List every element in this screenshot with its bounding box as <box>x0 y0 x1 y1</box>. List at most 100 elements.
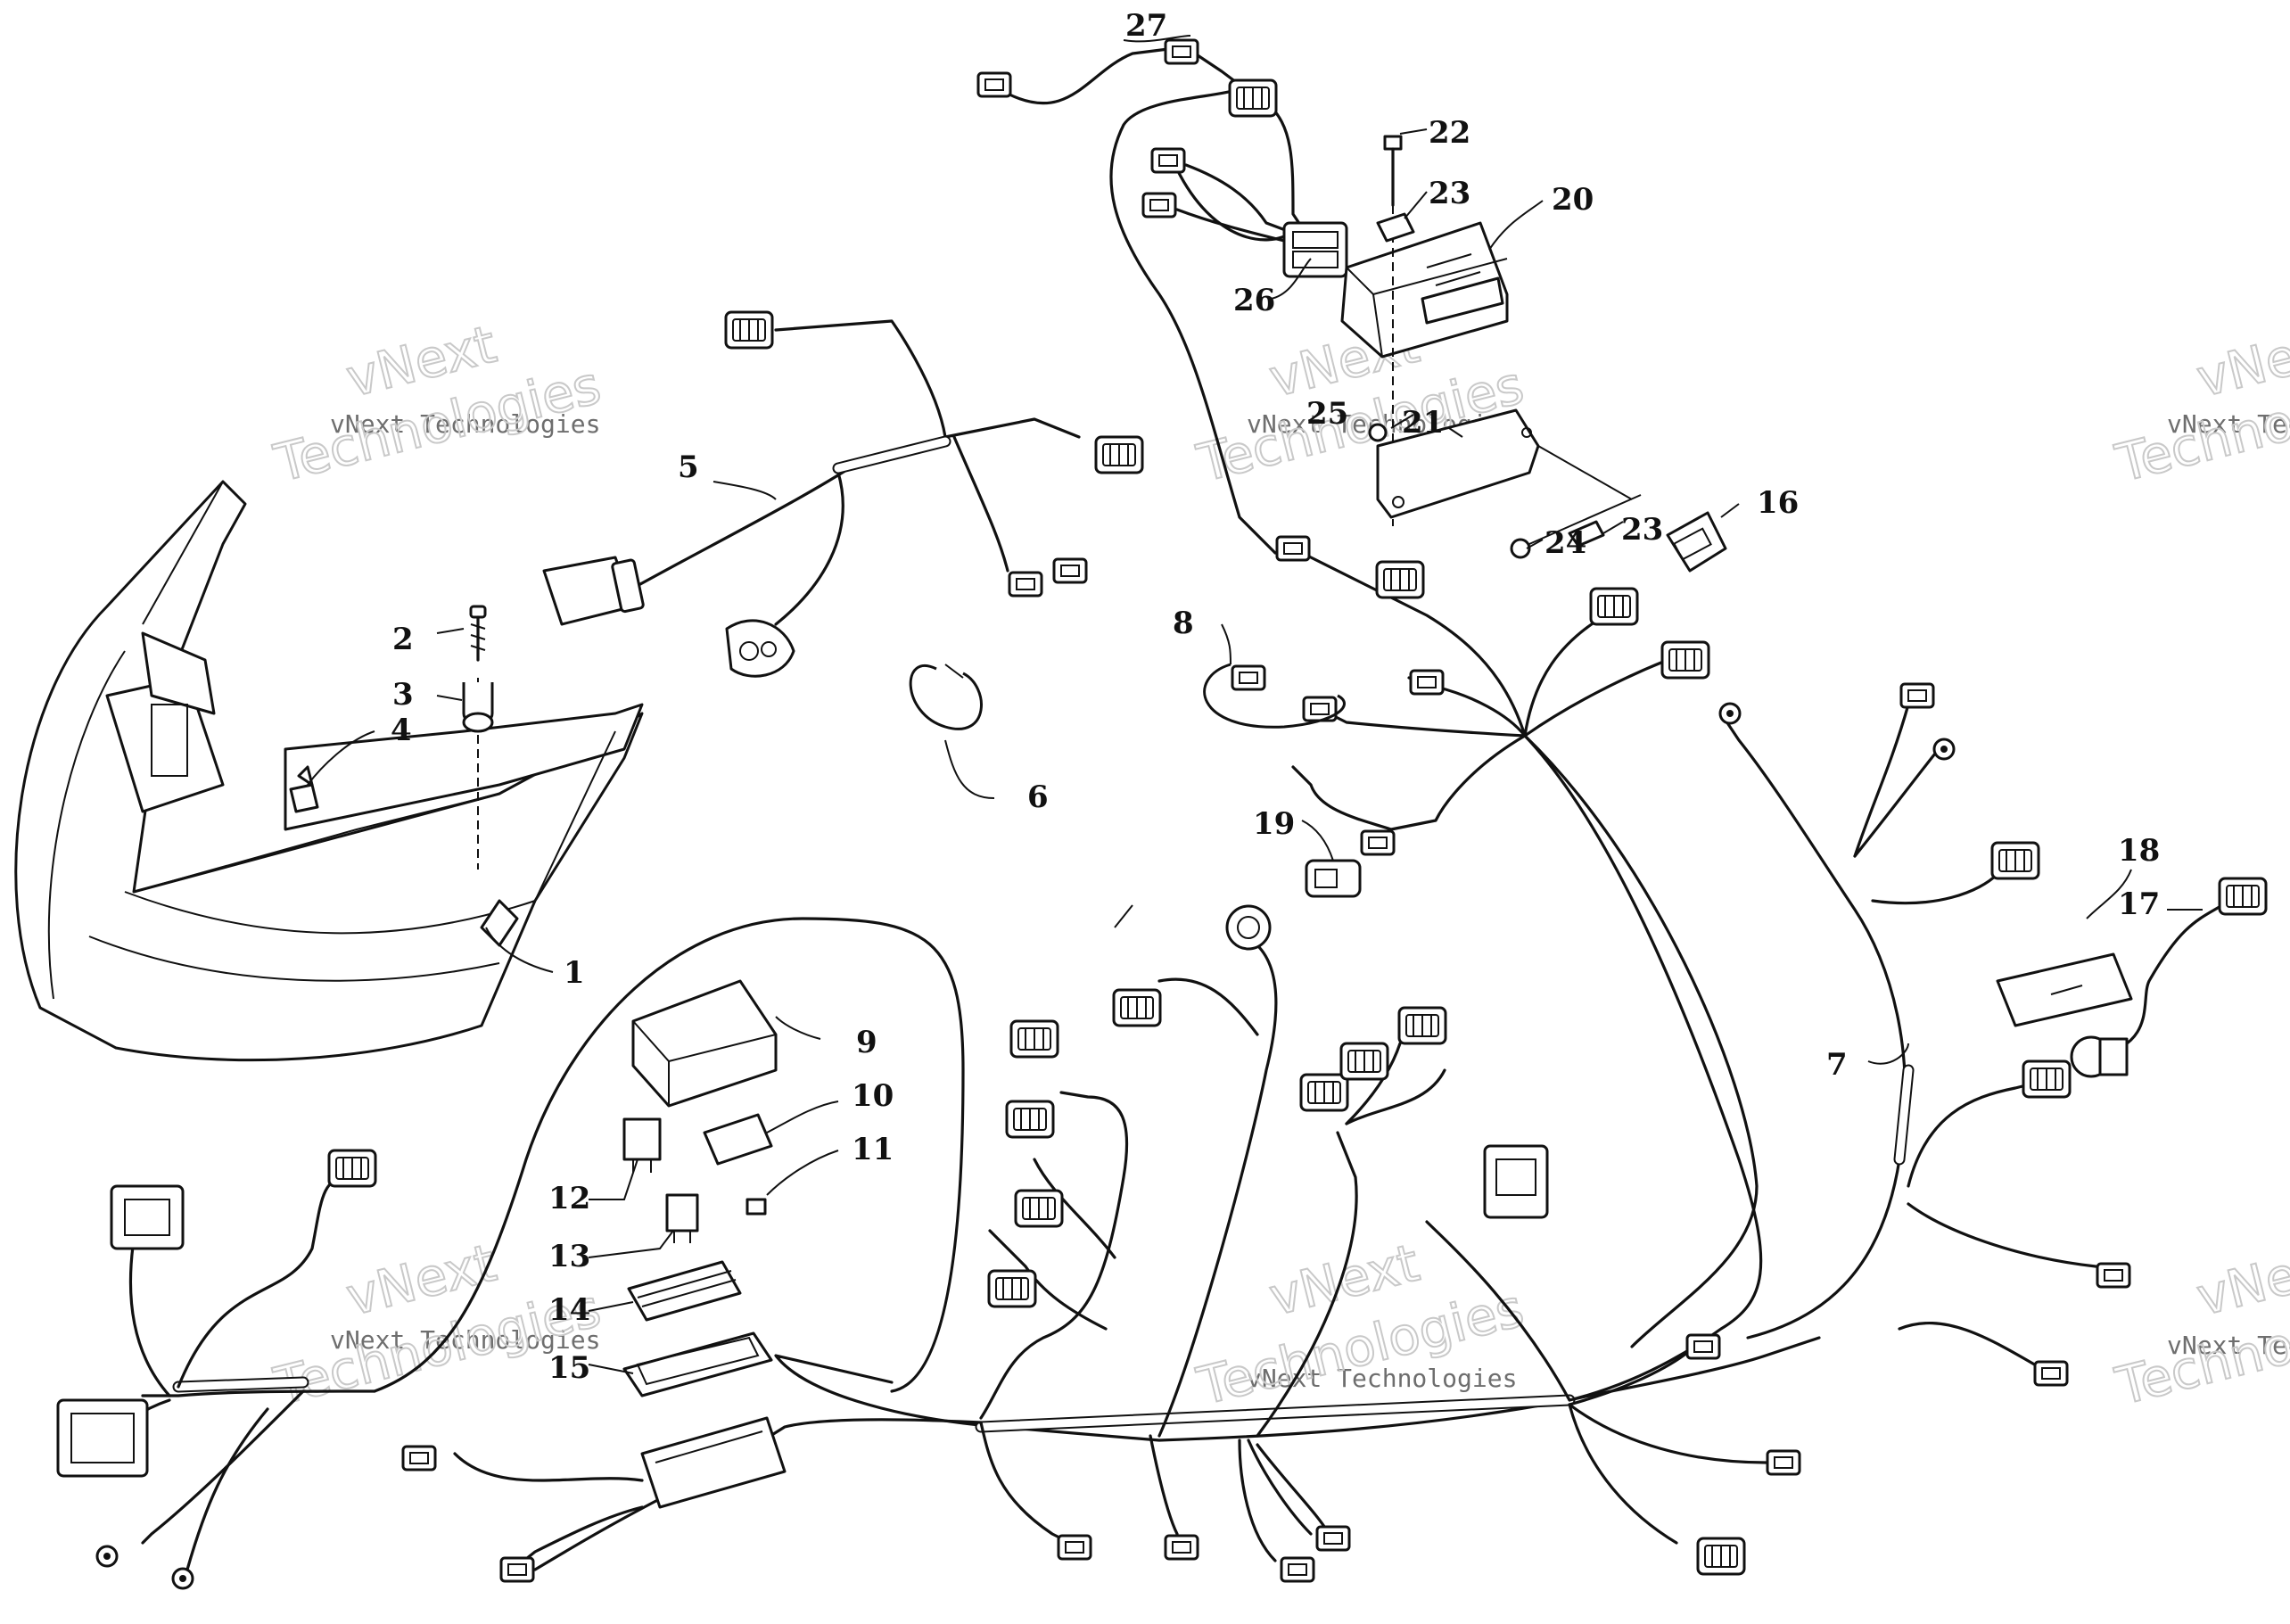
connector-icon <box>1164 38 1199 65</box>
headlight-harness <box>542 310 1144 678</box>
relay-icon <box>622 1117 662 1173</box>
callout-11: 11 <box>852 1132 894 1167</box>
cable-tie <box>909 664 983 730</box>
callout-12: 12 <box>548 1181 590 1216</box>
screw <box>469 605 487 662</box>
svg-text:vNext Technologies: vNext Technologies <box>330 409 600 439</box>
connector-icon <box>1397 1006 1447 1045</box>
callout-3: 3 <box>392 677 414 713</box>
connector-icon <box>1315 1525 1351 1552</box>
callout-9: 9 <box>856 1025 877 1060</box>
connector-icon <box>1112 988 1162 1027</box>
ring-terminal-icon <box>1932 738 1956 761</box>
connector-icon <box>1094 435 1144 474</box>
watermark-1: vNext vNext Technologies Technologies <box>268 313 607 495</box>
connector-icon <box>1339 1042 1389 1081</box>
connector-icon <box>1375 560 1425 599</box>
fuse-box-gasket <box>622 1331 773 1397</box>
connector-icon <box>1666 511 1727 573</box>
connector-icon <box>1005 1100 1055 1139</box>
callout-labels: 1 2 3 4 5 6 7 8 9 10 11 12 13 14 15 16 1… <box>391 8 2160 1386</box>
callout-4: 4 <box>391 713 412 748</box>
connector-icon <box>725 619 795 678</box>
connector-icon <box>1483 1144 1549 1219</box>
callout-23: 23 <box>1429 176 1470 211</box>
connector-icon <box>2218 877 2268 916</box>
callout-8: 8 <box>1173 606 1194 641</box>
callout-10: 10 <box>852 1078 894 1114</box>
watermark-6: vNext vNext Technologies Technologies <box>2109 1232 2290 1418</box>
connector-icon <box>1228 78 1278 118</box>
connector-icon <box>1014 1189 1064 1228</box>
cable-clamp <box>462 682 494 733</box>
relay-icon <box>703 1113 773 1166</box>
connector-icon <box>1990 841 2040 880</box>
headlight-assembly <box>14 480 644 1062</box>
connector-icon <box>1275 535 1311 562</box>
callout-17: 17 <box>2118 886 2160 922</box>
connector-icon <box>1231 664 1266 691</box>
connector-icon <box>1305 859 1362 898</box>
callout-5: 5 <box>678 449 699 485</box>
connector-icon <box>1409 669 1445 696</box>
connector-icon <box>1766 1449 1801 1476</box>
connector-icon <box>1225 904 1272 951</box>
rivet <box>1368 423 1388 442</box>
callout-27: 27 <box>1125 8 1167 44</box>
connector-icon <box>1360 829 1396 856</box>
callout-21: 21 <box>1402 405 1444 441</box>
connector-icon <box>1057 1534 1092 1561</box>
fuse-box <box>640 1416 787 1509</box>
callout-6: 6 <box>1027 779 1049 815</box>
connector-icon <box>1141 192 1177 218</box>
connector-icon <box>976 71 1012 98</box>
coil-loop <box>1203 663 1346 729</box>
connector-icon <box>1696 1537 1746 1576</box>
mounting-bracket <box>1376 408 1540 519</box>
connector-icon <box>1008 571 1043 598</box>
control-module <box>1340 221 1509 359</box>
connector-icon <box>1899 682 1935 709</box>
ecu-connector <box>1282 221 1348 278</box>
svg-text:vNext Technologies: vNext Technologies <box>2167 1331 2290 1360</box>
washer <box>1568 520 1605 548</box>
svg-text:vNext Technologies: vNext Technologies <box>2167 409 2290 439</box>
connector-icon <box>724 310 774 350</box>
leader-lines <box>307 35 2203 1374</box>
fuse-icon <box>745 1198 767 1216</box>
callout-23b: 23 <box>1621 512 1663 548</box>
svg-text:vNext: vNext <box>2191 1232 2290 1328</box>
watermark-3: vNext vNext Technologies Technologies <box>2109 313 2290 495</box>
connector-icon <box>2070 1035 2129 1078</box>
callout-1: 1 <box>564 955 585 991</box>
connector-icon <box>401 1445 437 1471</box>
relay-box-cover <box>631 979 778 1108</box>
callout-20: 20 <box>1552 182 1594 218</box>
connector-icon <box>2033 1360 2069 1387</box>
relay-icon <box>665 1193 699 1243</box>
connector-icon <box>499 1556 535 1583</box>
connector-icon <box>1164 1534 1199 1561</box>
connector-icon <box>987 1269 1037 1308</box>
label-sheet <box>1996 952 2133 1027</box>
connector-icon <box>56 1398 149 1478</box>
connector-icon <box>110 1184 185 1250</box>
connector-icon <box>1299 1073 1349 1112</box>
connector-icon <box>2096 1262 2131 1289</box>
callout-2: 2 <box>392 622 414 657</box>
watermark-5: vNext vNext Technologies Technologies <box>1190 1232 1530 1418</box>
nut <box>1510 538 1531 559</box>
connector-icon <box>1280 1556 1315 1583</box>
bolt <box>1383 135 1403 207</box>
ring-terminal-icon <box>1718 702 1742 725</box>
svg-text:vNext Technologies: vNext Technologies <box>1247 1364 1517 1393</box>
ring-terminal-icon <box>95 1545 119 1568</box>
callout-15: 15 <box>548 1350 590 1386</box>
connector-icon <box>2022 1059 2072 1099</box>
connector-icon <box>1660 640 1710 680</box>
connector-icon <box>1052 557 1088 584</box>
callout-14: 14 <box>548 1292 590 1328</box>
callout-25: 25 <box>1306 396 1348 432</box>
svg-text:vNext Technologies: vNext Technologies <box>330 1325 600 1355</box>
callout-26: 26 <box>1233 283 1275 318</box>
